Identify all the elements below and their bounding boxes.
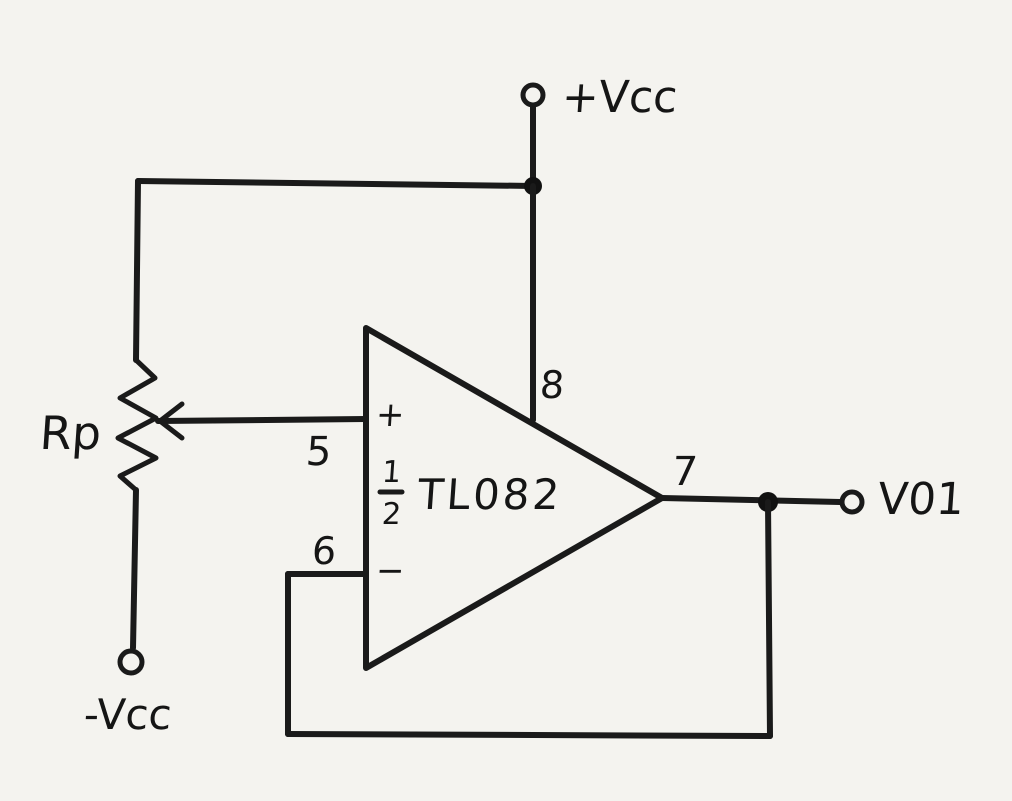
output-terminal [839, 489, 865, 515]
plus-sign: + [374, 395, 406, 435]
pin5-label: 5 [304, 429, 334, 475]
feedback-bottom-wire [285, 731, 773, 739]
opamp-triangle [363, 325, 665, 671]
output-wire [659, 495, 843, 505]
pot-top-wire [133, 178, 141, 363]
pin6-label: 6 [310, 529, 338, 573]
output-label: V01 [876, 474, 966, 525]
pin7-label: 7 [670, 449, 700, 495]
vcc-terminal [520, 82, 546, 108]
pot-bottom-wire [130, 487, 139, 651]
wiper-wire [155, 416, 369, 424]
wiper-arrowhead [157, 401, 185, 441]
feedback-right-wire [765, 499, 773, 739]
top-rail-wire [135, 178, 536, 189]
fraction-denominator: 2 [380, 497, 403, 532]
opamp-part-label: TL082 [416, 470, 564, 519]
fraction-numerator: 1 [380, 455, 403, 490]
vcc-label: +Vcc [560, 72, 680, 123]
neg-vcc-terminal [117, 648, 145, 676]
potentiometer-body [115, 357, 159, 493]
pin8-label: 8 [538, 363, 566, 407]
neg-vcc-label: -Vcc [82, 690, 174, 739]
minus-sign: − [374, 551, 406, 591]
potentiometer-label: Rp [38, 406, 104, 460]
